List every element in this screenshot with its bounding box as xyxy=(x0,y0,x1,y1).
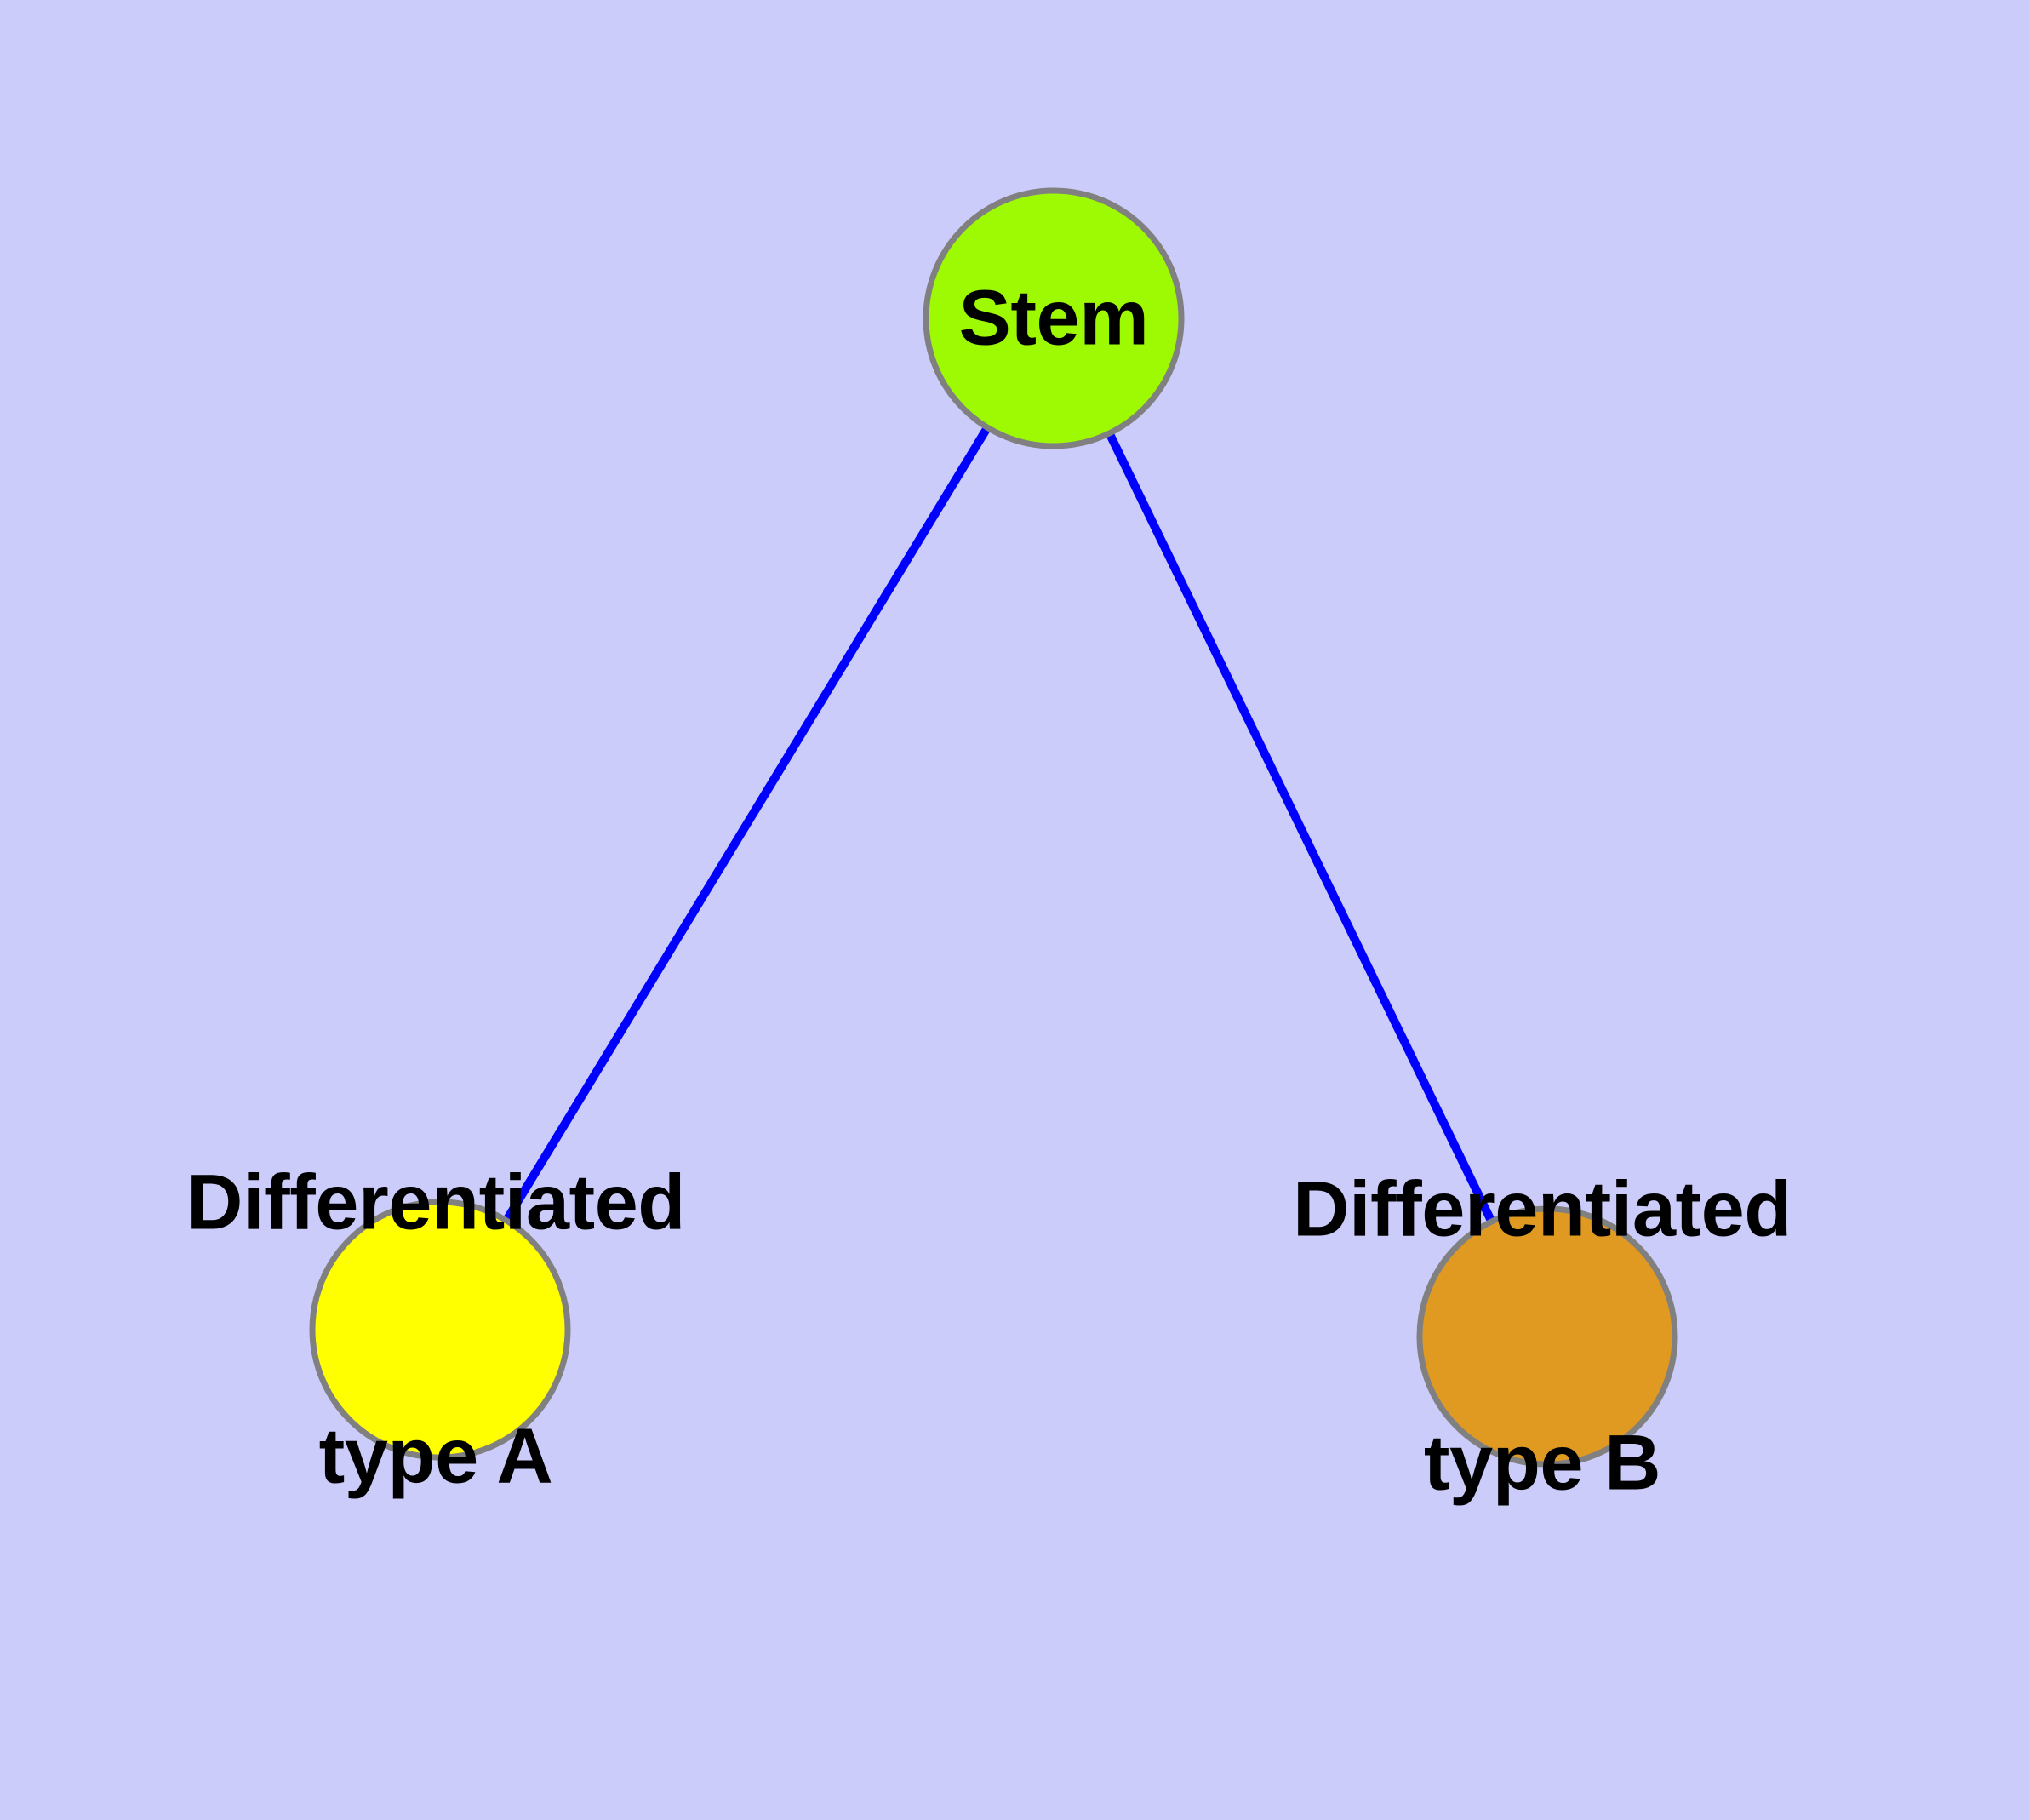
node-circle-differentiated-type-a[interactable] xyxy=(309,1199,571,1461)
nodes-group xyxy=(309,187,1678,1468)
edges-group xyxy=(436,316,1552,1339)
node-circle-differentiated-type-b[interactable] xyxy=(1416,1205,1678,1468)
edge-stem-to-differentiated-type-b[interactable] xyxy=(1049,316,1552,1339)
node-circle-stem[interactable] xyxy=(923,187,1185,449)
edge-stem-to-differentiated-type-a[interactable] xyxy=(436,316,1058,1332)
